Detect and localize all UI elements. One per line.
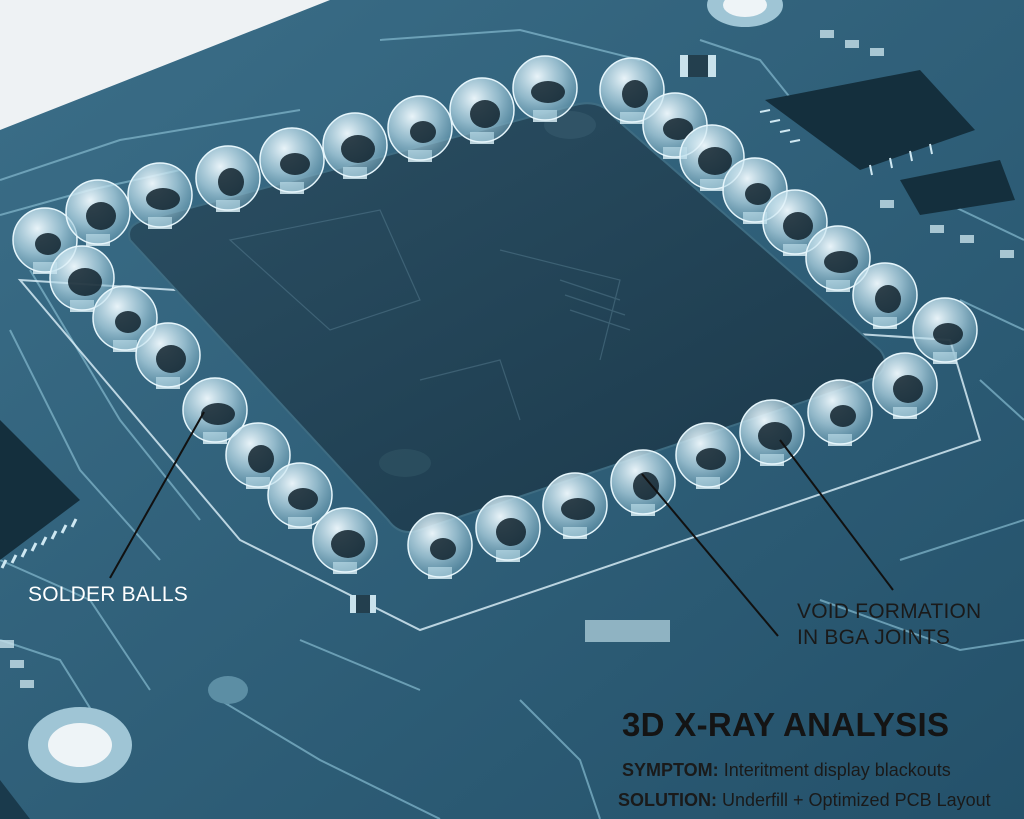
solder-ball <box>912 297 978 364</box>
solder-ball <box>475 495 541 562</box>
solder-ball <box>49 245 115 312</box>
solder-ball <box>387 95 453 162</box>
void-formation-line1: VOID FORMATION <box>797 600 982 623</box>
void-formation-label: VOID FORMATION IN BGA JOINTS <box>797 599 981 651</box>
solder-ball <box>182 377 248 444</box>
solder-ball <box>610 449 676 516</box>
solder-ball <box>542 472 608 539</box>
solder-ball <box>225 422 291 489</box>
pcb-board-edge <box>0 780 30 819</box>
solder-ball <box>259 127 325 194</box>
ic-chip-icon <box>0 420 80 569</box>
mounting-hole-icon <box>28 707 132 783</box>
solder-ball <box>512 55 578 122</box>
solder-balls-leader <box>109 411 205 579</box>
solder-ball <box>872 352 938 419</box>
solder-ball <box>852 262 918 329</box>
symptom-text: Interitment display blackouts <box>723 760 951 780</box>
solder-ball <box>762 189 828 256</box>
solder-ball <box>599 57 665 124</box>
solution-text: Underfill + Optimized PCB Layout <box>722 790 991 810</box>
void-formation-line2: IN BGA JOINTS <box>797 626 951 649</box>
solder-balls-text: SOLDER BALLS <box>28 583 188 606</box>
mounting-hole-icon <box>707 0 783 27</box>
solder-ball <box>449 77 515 144</box>
smd-component-icon <box>350 55 716 642</box>
solder-ball <box>322 112 388 179</box>
solder-ball <box>135 322 201 389</box>
solder-ball <box>407 512 473 579</box>
solder-ball <box>807 379 873 446</box>
solder-balls-group <box>12 55 978 579</box>
void-leader-1 <box>641 473 779 637</box>
solder-ball <box>65 179 131 246</box>
solder-ball <box>722 157 788 224</box>
symptom-label: SYMPTOM: <box>622 760 719 780</box>
smd-pads <box>0 30 1014 688</box>
solder-ball <box>195 145 261 212</box>
void-leader-2 <box>779 439 894 591</box>
solution-row: SOLUTION: Underfill + Optimized PCB Layo… <box>618 790 991 811</box>
solder-ball <box>92 285 158 352</box>
solution-label: SOLUTION: <box>618 790 717 810</box>
solder-ball <box>805 225 871 292</box>
ic-chip-icon <box>759 70 1015 215</box>
via-pad <box>208 676 248 704</box>
solder-ball <box>675 422 741 489</box>
analysis-title: 3D X-RAY ANALYSIS <box>622 706 950 743</box>
solder-ball <box>312 507 378 574</box>
solder-balls-label: SOLDER BALLS <box>28 582 188 608</box>
callout-lines <box>109 411 894 637</box>
solder-ball <box>127 162 193 229</box>
solder-ball <box>267 462 333 529</box>
symptom-row: SYMPTOM: Interitment display blackouts <box>622 760 951 781</box>
